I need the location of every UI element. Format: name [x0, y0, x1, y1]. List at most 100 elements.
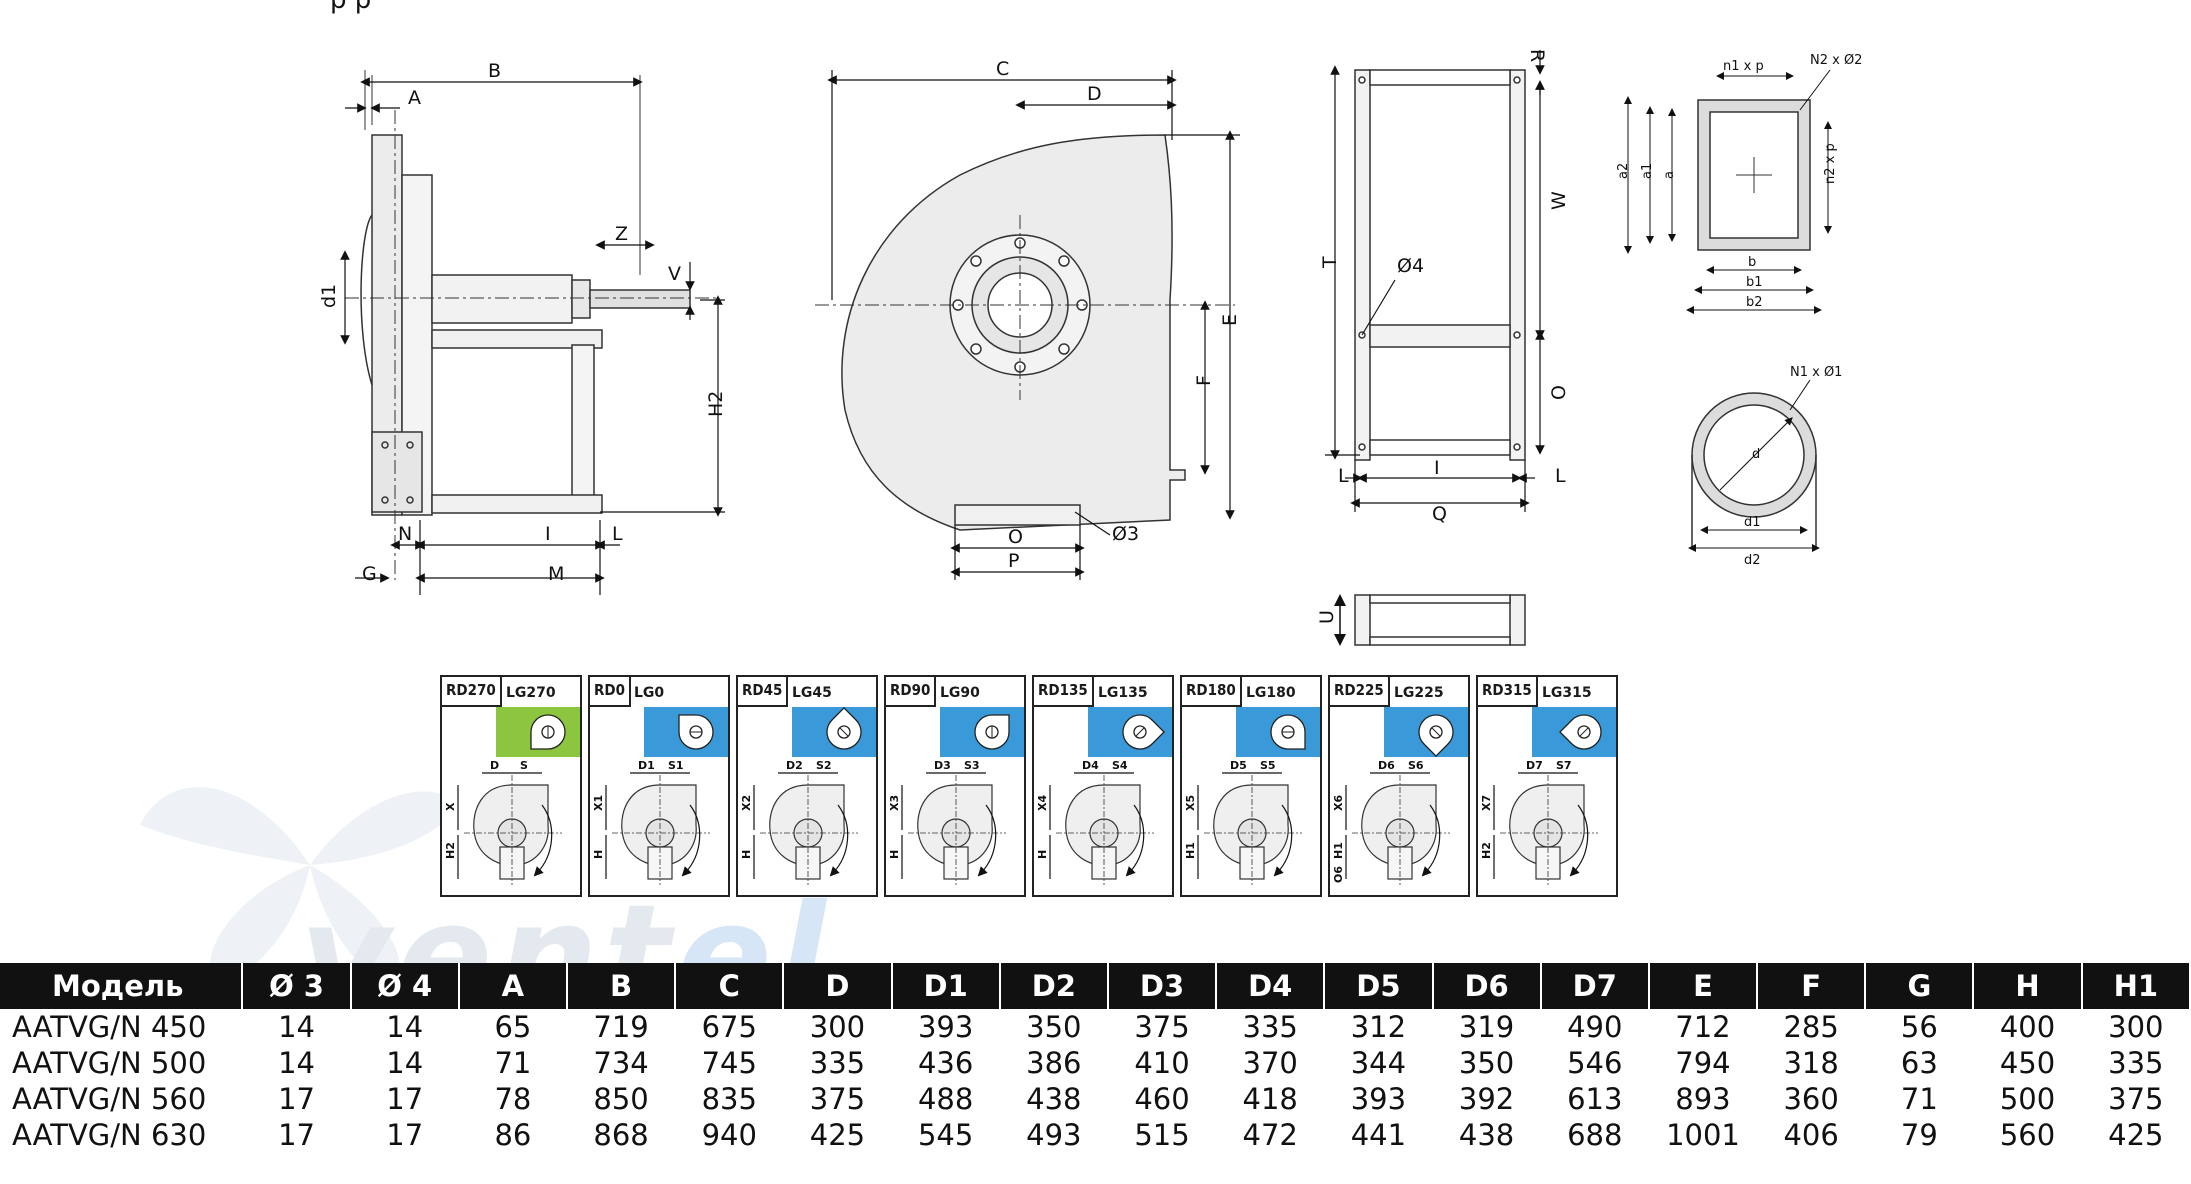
svg-text:V: V [668, 263, 681, 285]
orientation-dimension-label: H1 [1332, 842, 1345, 859]
orientation-icon-box [496, 707, 580, 757]
front-view-drawing [815, 134, 1235, 531]
orientation-dimension-label: H [740, 850, 753, 859]
dimension-value-cell: 335 [1242, 1010, 1298, 1044]
dimension-value-cell: 472 [1242, 1118, 1298, 1152]
dimension-value-cell: 500 [1999, 1082, 2056, 1116]
svg-text:d1: d1 [1744, 515, 1761, 530]
svg-text:M: M [548, 563, 564, 585]
orientation-dimension-label: X1 [592, 795, 605, 811]
dimension-value-cell: 515 [1134, 1118, 1190, 1152]
svg-text:d1: d1 [318, 284, 340, 308]
fan-direction-icon [974, 714, 1010, 750]
orientation-dimension-label: H [888, 850, 901, 859]
orientation-dimension-label: X6 [1332, 795, 1345, 811]
orientation-dimension-label: D4 [1082, 759, 1099, 772]
table-header-cell: D5 [1324, 963, 1434, 1009]
orientation-dimension-label: O6 [1332, 866, 1345, 883]
dimension-value-cell: 63 [1900, 1046, 1938, 1080]
dimension-value-cell: 360 [1783, 1082, 1839, 1116]
outlet-flange-labels: n1 x p N2 x Ø2 a2 a1 a n2 x p b b1 b2 [1616, 53, 1862, 310]
dimension-value-cell: 794 [1675, 1046, 1731, 1080]
orientation-dimension-label: D1 [638, 759, 655, 772]
dimension-value-cell: 410 [1134, 1046, 1190, 1080]
dimension-value-cell: 425 [809, 1118, 866, 1152]
orientation-icon-box [792, 707, 876, 757]
svg-text:N1 x Ø1: N1 x Ø1 [1790, 365, 1842, 380]
dimension-value-cell: 835 [701, 1082, 757, 1116]
dimension-value-cell: 436 [917, 1046, 974, 1080]
svg-text:C: C [996, 58, 1009, 80]
orientation-code: RD135 [1032, 675, 1094, 707]
dimension-value-cell: 17 [278, 1118, 315, 1152]
dimension-value-cell: 300 [2108, 1010, 2164, 1044]
orientation-dimension-label: X7 [1480, 795, 1493, 811]
svg-text:A: A [408, 87, 421, 109]
orientation-dimension-label: D [490, 759, 499, 772]
table-header-cell: D3 [1107, 963, 1218, 1009]
orientation-dimension-label: S3 [964, 759, 980, 772]
dimension-value-cell: 86 [494, 1118, 532, 1152]
svg-text:L: L [612, 523, 623, 545]
table-header-cell: D4 [1216, 963, 1326, 1009]
orientation-icon-box [1384, 707, 1468, 757]
svg-text:Ø4: Ø4 [1397, 255, 1424, 277]
orientation-code: RD180 [1180, 675, 1242, 707]
dimension-value-cell: 545 [917, 1118, 974, 1152]
table-header-cell: D6 [1432, 963, 1542, 1009]
model-name-cell: AATVG/N 500 [12, 1046, 207, 1080]
front-view-dimensions [827, 70, 1240, 580]
dimension-value-cell: 392 [1458, 1082, 1515, 1116]
dimension-value-cell: 71 [494, 1046, 532, 1080]
fan-direction-icon [1559, 714, 1602, 750]
dimension-value-cell: 79 [1900, 1118, 1938, 1152]
orientation-dimension-label: H1 [1184, 842, 1197, 859]
orientation-lg-code: LG180 [1246, 685, 1296, 701]
orientation-icon-box [644, 707, 728, 757]
base-side-drawing [1334, 594, 1526, 646]
dimension-value-cell: 613 [1567, 1082, 1623, 1116]
svg-text:P: P [1008, 550, 1019, 572]
orientation-dimension-label: S7 [1556, 759, 1572, 772]
dimension-value-cell: 560 [1999, 1118, 2056, 1152]
orientation-lg-code: LG225 [1394, 685, 1444, 701]
orientation-lg-code: LG315 [1542, 685, 1592, 701]
fan-direction-icon [1122, 714, 1165, 750]
orientation-dimension-label: D2 [786, 759, 803, 772]
table-header-cell: H [1973, 963, 2083, 1009]
svg-text:L: L [1338, 465, 1349, 487]
svg-text:F: F [1193, 375, 1215, 386]
base-frame-dimensions [1325, 50, 1545, 512]
dimension-value-cell: 719 [593, 1010, 649, 1044]
table-header-cell: A [458, 963, 569, 1009]
table-header-cell: D2 [999, 963, 1109, 1009]
orientation-dimension-label: H [592, 850, 605, 859]
dimension-value-cell: 438 [1458, 1118, 1515, 1152]
table-header-cell: C [675, 963, 785, 1009]
svg-text:R: R [1526, 49, 1548, 62]
dimension-value-cell: 425 [2108, 1118, 2164, 1152]
dimension-value-cell: 300 [809, 1010, 866, 1044]
svg-text:Ø3: Ø3 [1112, 523, 1139, 545]
fan-direction-icon [530, 714, 566, 750]
dimension-value-cell: 493 [1026, 1118, 1082, 1152]
table-header-cell: E [1648, 963, 1759, 1009]
inlet-flange-labels: N1 x Ø1 d d1 d2 [1744, 365, 1842, 568]
fan-direction-icon [1418, 714, 1454, 757]
orientation-dimension-label: D5 [1230, 759, 1247, 772]
dimension-value-cell: 734 [593, 1046, 649, 1080]
svg-text:T: T [1319, 256, 1341, 269]
orientation-dimension-label: H2 [1480, 842, 1493, 859]
